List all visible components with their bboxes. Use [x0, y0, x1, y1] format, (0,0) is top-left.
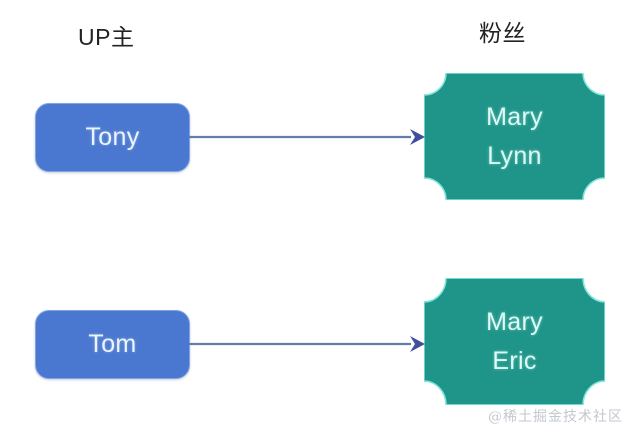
arrowhead-icon	[410, 129, 425, 145]
node-mary-eric-text: Mary Eric	[486, 307, 543, 375]
concave-corner-shape-icon	[424, 73, 605, 200]
node-mary-eric[interactable]: Mary Eric	[424, 278, 605, 405]
node-mary-lynn-label-line-2: Lynn	[487, 141, 542, 170]
column-header-fans: 粉丝	[479, 20, 526, 46]
node-mary-lynn[interactable]: Mary Lynn	[424, 73, 605, 200]
watermark: @稀土掘金技术社区	[488, 409, 623, 425]
node-tony-label: Tony	[85, 123, 140, 151]
arrowhead-icon	[410, 336, 425, 352]
node-tom-label: Tom	[88, 330, 137, 358]
node-mary-lynn-label-line-1: Mary	[486, 102, 543, 131]
edge-tony-to-mary-lynn	[189, 129, 425, 145]
node-mary-lynn-text: Mary Lynn	[486, 102, 543, 170]
node-tom[interactable]: Tom	[35, 310, 190, 379]
column-header-up-owner: UP主	[78, 24, 135, 50]
node-mary-eric-label-line-1: Mary	[486, 307, 543, 336]
concave-corner-shape-icon	[424, 278, 605, 405]
edge-tom-to-mary-eric	[189, 336, 425, 352]
node-tony[interactable]: Tony	[35, 103, 190, 172]
node-mary-eric-label-line-2: Eric	[492, 346, 537, 375]
